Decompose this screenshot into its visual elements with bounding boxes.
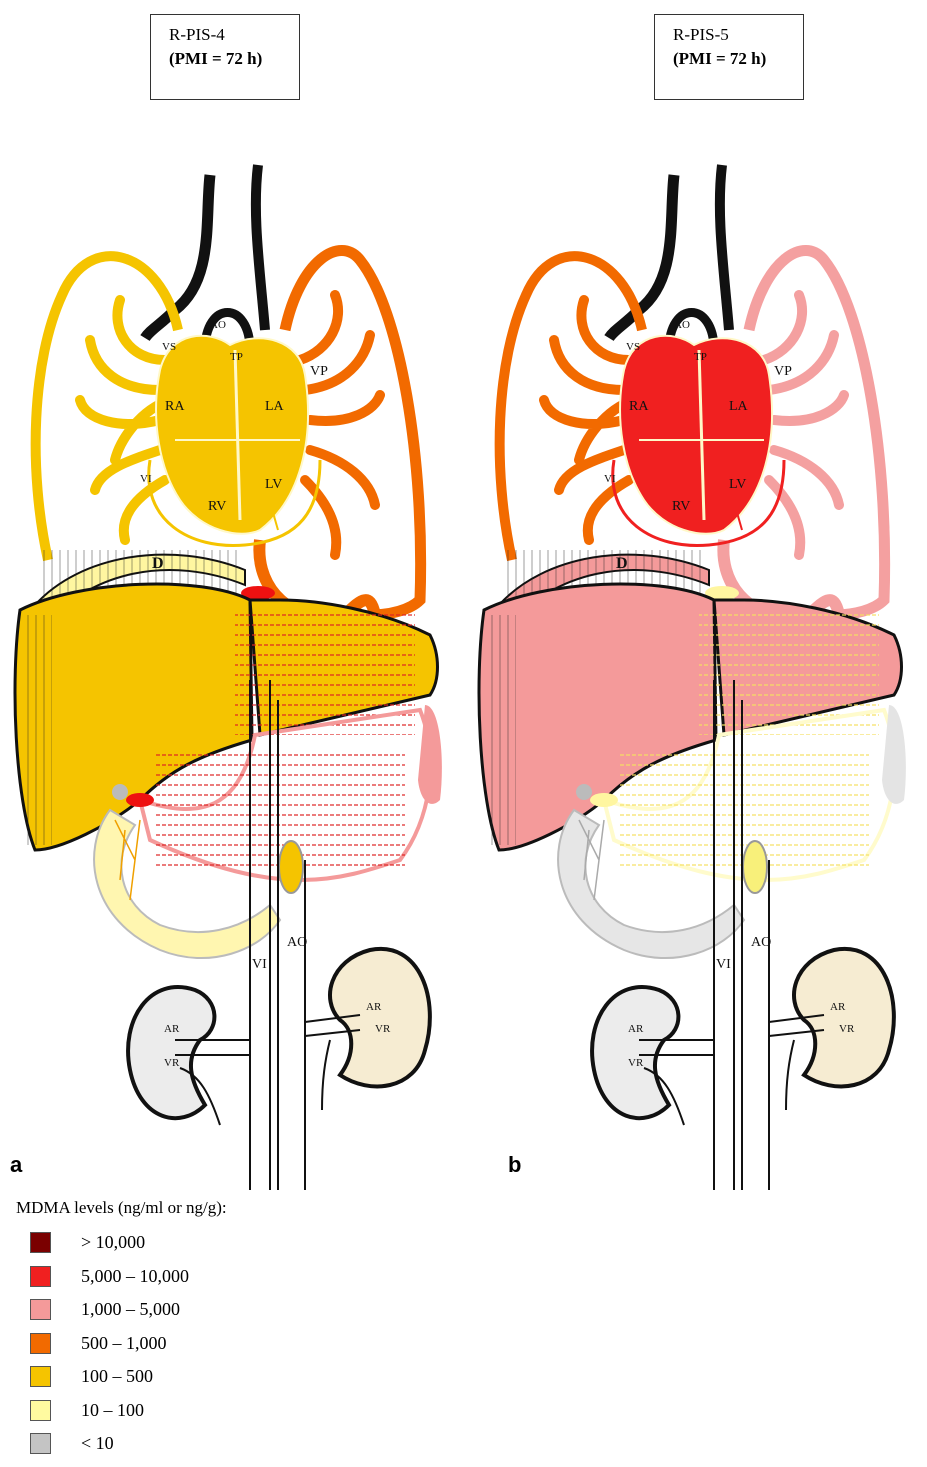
gallbladder — [279, 841, 303, 893]
legend-item: 10 – 100 — [16, 1398, 436, 1432]
legend-item: > 10,000 — [16, 1230, 436, 1264]
label-aorta-abdominal: AO — [287, 935, 307, 950]
label-left-atrium: LA — [265, 399, 285, 414]
great-vessel-right — [256, 165, 265, 330]
label-left-atrium: LA — [729, 399, 749, 414]
legend-label: 100 – 500 — [81, 1366, 153, 1387]
label-pulmonary-veins: VP — [774, 364, 792, 379]
portal-vein-lower — [126, 793, 154, 807]
stomach-dashed-pattern — [619, 750, 869, 870]
label-renal-vein-left: VR — [375, 1023, 391, 1035]
legend-swatch — [30, 1333, 51, 1354]
panel-a: R-PIS-4 (PMI = 72 h) AO TP — [0, 0, 463, 1190]
panel-letter: a — [10, 1152, 22, 1178]
legend-label: 1,000 – 5,000 — [81, 1299, 180, 1320]
label-aorta-abdominal: AO — [751, 935, 771, 950]
portal-vein-lower — [590, 793, 618, 807]
right-lung-bronchi — [300, 295, 380, 555]
label-aorta-upper: AO — [210, 319, 226, 331]
legend-swatch — [30, 1232, 51, 1253]
heart — [156, 336, 308, 534]
anatomy-diagram: AO TP VS VP RA LA RV LV VI D — [464, 160, 927, 1190]
legend: MDMA levels (ng/ml or ng/g): > 10,000 5,0… — [16, 1198, 436, 1465]
legend-item: 500 – 1,000 — [16, 1331, 436, 1365]
legend-swatch — [30, 1433, 51, 1454]
gallbladder-stub — [576, 784, 592, 800]
pmi-label: (PMI = 72 h) — [169, 47, 299, 71]
label-renal-artery-left: AR — [830, 1001, 846, 1013]
legend-title: MDMA levels (ng/ml or ng/g): — [16, 1198, 436, 1218]
case-title-box: R-PIS-4 (PMI = 72 h) — [150, 14, 300, 100]
liver-hatch — [22, 615, 52, 845]
label-renal-artery-right: AR — [628, 1023, 644, 1035]
kidney-right — [128, 987, 214, 1118]
label-superior-vena-cava: VS — [162, 341, 176, 353]
legend-label: 500 – 1,000 — [81, 1333, 167, 1354]
legend-label: 10 – 100 — [81, 1400, 144, 1421]
legend-swatch — [30, 1266, 51, 1287]
legend-item: < 10 — [16, 1431, 436, 1465]
label-right-atrium: RA — [165, 399, 185, 414]
label-right-ventricle: RV — [208, 499, 226, 514]
legend-swatch — [30, 1366, 51, 1387]
legend-swatch — [30, 1400, 51, 1421]
label-superior-vena-cava: VS — [626, 341, 640, 353]
legend-swatch — [30, 1299, 51, 1320]
legend-item: 1,000 – 5,000 — [16, 1297, 436, 1331]
legend-items: > 10,000 5,000 – 10,000 1,000 – 5,000 500 –… — [16, 1230, 436, 1465]
label-inferior-vena-cava-heart: VI — [604, 473, 616, 485]
label-right-ventricle: RV — [672, 499, 690, 514]
great-vessel-right — [720, 165, 729, 330]
label-diaphragm: D — [616, 555, 628, 572]
label-renal-artery-left: AR — [366, 1001, 382, 1013]
legend-label: < 10 — [81, 1433, 114, 1454]
label-renal-artery-right: AR — [164, 1023, 180, 1035]
label-renal-vein-right: VR — [164, 1057, 180, 1069]
label-left-ventricle: LV — [265, 477, 282, 492]
label-pulmonary-trunk: TP — [694, 351, 707, 363]
label-renal-vein-left: VR — [839, 1023, 855, 1035]
label-aorta-upper: AO — [674, 319, 690, 331]
liver-hatch — [486, 615, 516, 845]
stomach-dashed-pattern — [155, 750, 405, 870]
right-lung-bronchi — [764, 295, 844, 555]
gallbladder-stub — [112, 784, 128, 800]
legend-label: > 10,000 — [81, 1232, 145, 1253]
gallbladder — [743, 841, 767, 893]
label-pulmonary-veins: VP — [310, 364, 328, 379]
case-title-box: R-PIS-5 (PMI = 72 h) — [654, 14, 804, 100]
label-renal-vein-right: VR — [628, 1057, 644, 1069]
label-pulmonary-trunk: TP — [230, 351, 243, 363]
label-diaphragm: D — [152, 555, 164, 572]
label-left-ventricle: LV — [729, 477, 746, 492]
kidney-right — [592, 987, 678, 1118]
anatomy-diagram: AO TP VS VP RA LA RV LV VI D — [0, 160, 463, 1190]
heart — [620, 336, 772, 534]
label-right-atrium: RA — [629, 399, 649, 414]
case-id: R-PIS-4 — [169, 23, 299, 47]
panel-b: R-PIS-5 (PMI = 72 h) AO TP — [464, 0, 927, 1190]
pmi-label: (PMI = 72 h) — [673, 47, 803, 71]
legend-label: 5,000 – 10,000 — [81, 1266, 189, 1287]
legend-item: 100 – 500 — [16, 1364, 436, 1398]
legend-item: 5,000 – 10,000 — [16, 1264, 436, 1298]
case-id: R-PIS-5 — [673, 23, 803, 47]
label-vena-cava-abdominal: VI — [716, 957, 731, 972]
label-inferior-vena-cava-heart: VI — [140, 473, 152, 485]
label-vena-cava-abdominal: VI — [252, 957, 267, 972]
panel-letter: b — [508, 1152, 521, 1178]
